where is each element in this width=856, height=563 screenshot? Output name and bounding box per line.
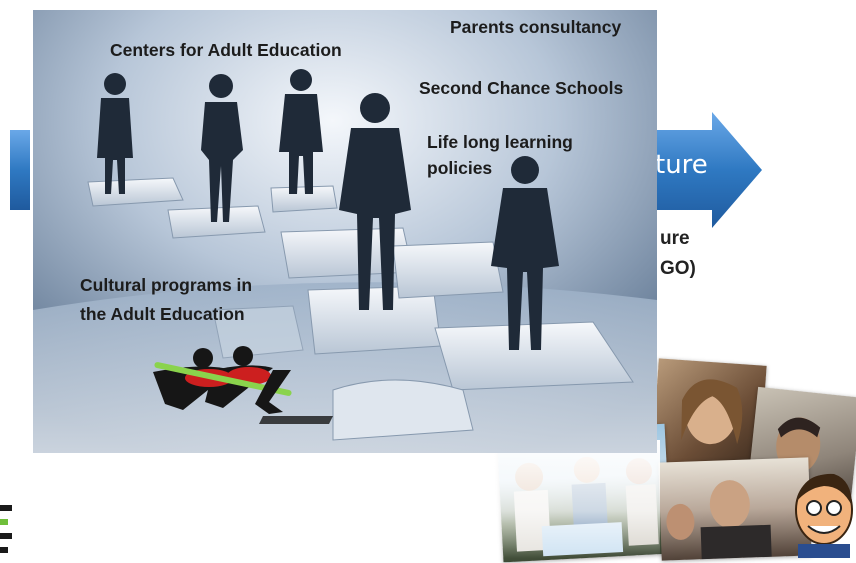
businessman-silhouette-icon (491, 156, 559, 350)
puzzle-piece-icon (87, 177, 634, 441)
businessman-silhouette-icon (279, 69, 323, 194)
photo-people-indoor (658, 457, 812, 561)
businessman-silhouette-icon (97, 73, 133, 194)
label-lifelong-learning-line1: Life long learning (427, 132, 573, 152)
slide-reflection (0, 440, 660, 558)
label-parents-consultancy: Parents consultancy (450, 17, 622, 37)
photo-woman-smiling (651, 358, 767, 474)
label-cultural-programs-line2: the Adult Education (80, 304, 245, 324)
arrow-left-tail (10, 130, 30, 210)
slide-scene (33, 10, 657, 453)
background-label-2: GO) (660, 258, 696, 279)
stick-figures-logo-icon (153, 346, 333, 424)
label-centers-adult-education: Centers for Adult Education (110, 40, 342, 60)
photo-people-art (666, 480, 772, 560)
label-cultural-programs-line1: Cultural programs in (80, 275, 253, 295)
cartoon-avatar-icon (795, 473, 853, 558)
left-edge-logo-fragment (0, 505, 12, 553)
label-lifelong-learning-line2: policies (427, 158, 493, 178)
background-label-1: ure (660, 228, 690, 249)
businessman-silhouette-icon (339, 93, 411, 310)
label-second-chance-schools: Second Chance Schools (419, 78, 624, 98)
cartoon-avatar (788, 462, 856, 558)
photo-woman-art (681, 379, 743, 445)
businesswoman-silhouette-icon (201, 74, 243, 222)
arrow-text: ture (655, 150, 708, 180)
main-slide-panel: Parents consultancy Centers for Adult Ed… (33, 10, 657, 453)
